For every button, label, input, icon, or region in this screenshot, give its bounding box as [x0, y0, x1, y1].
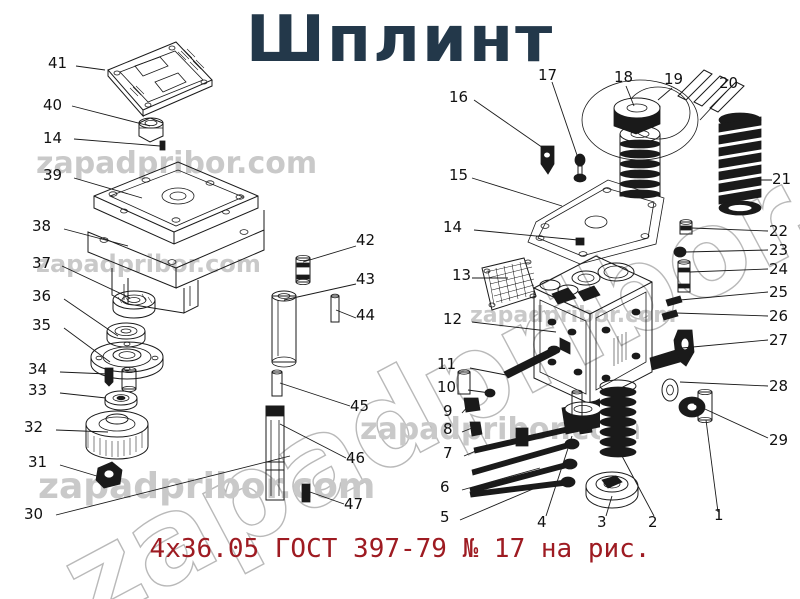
callout-11: 11 — [437, 355, 457, 373]
callout-6: 6 — [440, 478, 450, 496]
part-9-nut — [463, 397, 481, 413]
callout-15: 15 — [449, 166, 469, 184]
callout-43: 43 — [356, 270, 376, 288]
part-11-rod — [503, 345, 561, 379]
page-title: Шплинт — [245, 3, 555, 77]
part-34-pin-sleeve — [104, 366, 137, 392]
part-40-nut — [138, 117, 164, 143]
part-3-bearing-ring — [585, 471, 639, 509]
part-28-ring — [661, 378, 679, 402]
part-41-cover-plate — [107, 41, 213, 118]
part-6-rod — [471, 438, 580, 476]
callout-29: 29 — [769, 431, 789, 449]
callout-41: 41 — [48, 54, 68, 72]
watermark-5: zapadpribor.com — [38, 466, 376, 507]
part-32-splined-gear — [85, 410, 149, 460]
callout-39: 39 — [43, 166, 63, 184]
page-caption: 4х36.05 ГОСТ 397-79 № 17 на рис. — [149, 534, 651, 564]
callout-46: 46 — [346, 449, 366, 467]
part-33-small-washer — [104, 390, 138, 411]
callout-3: 3 — [597, 513, 607, 531]
part-46-shaft — [265, 405, 285, 501]
callout-33: 33 — [28, 381, 48, 399]
watermark-2: zapadpribor.com — [36, 250, 261, 278]
part-27-bracket — [649, 329, 695, 371]
part-1-cylinder — [697, 388, 713, 423]
callout-45: 45 — [350, 397, 370, 415]
part-14-pin — [575, 237, 585, 246]
callout-8: 8 — [443, 420, 453, 438]
callout-28: 28 — [769, 377, 789, 395]
misc-small-parts — [457, 369, 583, 447]
callout-1: 1 — [714, 506, 724, 524]
callout-30: 30 — [24, 505, 44, 523]
part-39-38-housing — [87, 161, 265, 314]
callout-35: 35 — [32, 316, 52, 334]
callout-21: 21 — [772, 170, 792, 188]
callout-34: 34 — [28, 360, 48, 378]
callout-25: 25 — [769, 283, 789, 301]
part-15-gasket — [527, 179, 665, 265]
callout-36: 36 — [32, 287, 52, 305]
callout-20: 20 — [719, 74, 739, 92]
callout-23: 23 — [769, 241, 789, 259]
part-43-cylinder — [271, 290, 297, 368]
part-2-bellows — [599, 379, 637, 458]
callout-19: 19 — [664, 70, 684, 88]
part-14-upper-pin — [159, 140, 166, 151]
part-23-ball — [673, 246, 687, 258]
part-31-fitting — [95, 461, 123, 489]
part-17-screw — [573, 153, 587, 183]
watermark-1: zapadpribor.com — [36, 146, 318, 181]
part-25-rivet — [665, 295, 683, 307]
callout-37: 37 — [32, 254, 52, 272]
callout-9: 9 — [443, 402, 453, 420]
callout-13: 13 — [452, 266, 472, 284]
part-8-cone — [469, 421, 483, 437]
part-26-rivet — [661, 309, 679, 321]
leader-lines — [55, 65, 772, 521]
callout-2: 2 — [648, 513, 658, 531]
callout-18: 18 — [614, 68, 634, 86]
part-13-filter-screen — [481, 257, 537, 311]
callout-24: 24 — [769, 260, 789, 278]
callout-38: 38 — [32, 217, 52, 235]
callout-7: 7 — [443, 444, 453, 462]
part-12-valve-body — [533, 255, 653, 405]
part-44-rod — [330, 293, 340, 323]
part-4-splined-nut — [561, 399, 605, 435]
callout-10: 10 — [437, 378, 457, 396]
callout-16: 16 — [449, 88, 469, 106]
part-5-rods — [469, 458, 578, 498]
part-21-coil-spring — [718, 112, 762, 216]
callout-47: 47 — [344, 495, 364, 513]
callout-40: 40 — [43, 96, 63, 114]
part-37-bearing-ring — [112, 290, 156, 319]
callout-4: 4 — [537, 513, 547, 531]
callout-42: 42 — [356, 231, 376, 249]
part-42-sleeve — [295, 254, 311, 285]
callout-32: 32 — [24, 418, 44, 436]
callout-44: 44 — [356, 306, 376, 324]
callout-12: 12 — [443, 310, 463, 328]
callout-22: 22 — [769, 222, 789, 240]
part-24-pin — [677, 259, 691, 293]
part-45-pin — [271, 369, 283, 397]
part-22-cap — [679, 219, 693, 235]
callout-31: 31 — [28, 453, 48, 471]
callout-17: 17 — [538, 66, 558, 84]
callout-14: 14 — [443, 218, 463, 236]
callout-26: 26 — [769, 307, 789, 325]
part-16-fitting — [540, 145, 555, 175]
callout-27: 27 — [769, 331, 789, 349]
callout-14-upper: 14 — [43, 129, 63, 147]
part-47-key — [301, 483, 311, 503]
callout-5: 5 — [440, 508, 450, 526]
